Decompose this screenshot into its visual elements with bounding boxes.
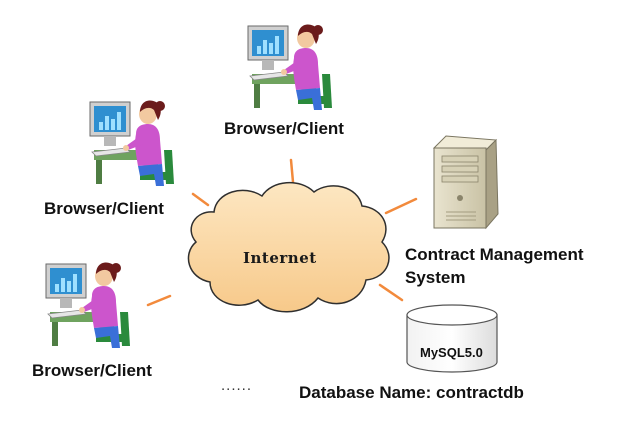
- client-left-icon: [89, 99, 175, 187]
- client-bottom-label: Browser/Client: [32, 361, 152, 380]
- connector-bottom-client: [146, 294, 172, 307]
- database-name-label: Database Name: contractdb: [299, 383, 524, 402]
- client-left-label: Browser/Client: [44, 199, 164, 218]
- server-tower-icon: [432, 135, 499, 230]
- connector-left-client: [191, 192, 210, 207]
- client-top-label: Browser/Client: [224, 119, 344, 138]
- connector-database: [378, 283, 404, 302]
- database-engine-label: MySQL5.0: [420, 345, 483, 360]
- connector-top-client: [289, 158, 295, 184]
- server-label-line1: Contract Management: [405, 245, 584, 264]
- server-label-line2: System: [405, 268, 466, 287]
- client-bottom-icon: [45, 261, 131, 349]
- connector-server: [384, 197, 418, 215]
- internet-cloud-icon: [187, 181, 390, 313]
- internet-label: Internet: [243, 249, 317, 267]
- database-cylinder-icon: [406, 304, 498, 373]
- connector-lines: [146, 158, 418, 307]
- ellipsis: ......: [221, 377, 253, 394]
- client-top-icon: [247, 23, 333, 111]
